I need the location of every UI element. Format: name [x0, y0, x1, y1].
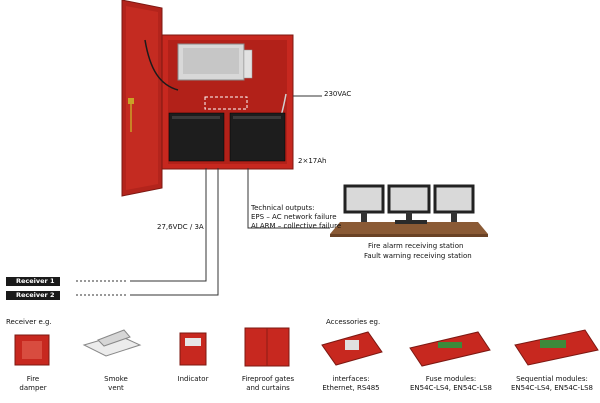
- label-output-dc: 27,6VDC / 3A: [157, 223, 204, 231]
- monitoring-station: [330, 184, 488, 237]
- accessory-fuse-modules-caption: Fuse modules:EN54C-LS4, EN54C-LS8: [409, 375, 492, 392]
- power-supply-cabinet: [121, 0, 294, 197]
- label-receiver-eg: Receiver e.g.: [6, 318, 52, 326]
- receiver-images: [14, 327, 290, 367]
- fuse-module-image: [409, 331, 491, 367]
- smoke-vent-image: [82, 329, 142, 357]
- interface-module-image: [321, 331, 383, 366]
- fireproof-gates-image: [244, 327, 290, 367]
- accessory-images: [321, 329, 599, 367]
- label-fault-station: Fault warning receiving station: [364, 252, 472, 260]
- label-accessories-eg: Accessories eg.: [326, 318, 381, 326]
- accessory-sequential-modules-caption: Sequential modules:EN54C-LS4, EN54C-LS8: [510, 375, 593, 392]
- label-battery: 2×17Ah: [298, 157, 327, 165]
- label-eps: EPS – AC network failure: [251, 213, 337, 221]
- receiver-indicator-caption: Indicator: [177, 375, 209, 383]
- label-230vac: 230VAC: [324, 90, 352, 98]
- label-fire-station: Fire alarm receiving station: [368, 242, 464, 250]
- indicator-image: [179, 332, 207, 366]
- accessory-interfaces-caption: interfaces:Ethernet, RS485: [322, 375, 380, 392]
- label-technical-outputs: Technical outputs:: [251, 204, 315, 212]
- wiring-lines: [76, 95, 330, 296]
- fire-damper-image: [14, 334, 50, 366]
- receiver-1-badge: Receiver 1: [6, 277, 60, 286]
- label-alarm: ALARM – collective failure: [251, 222, 342, 230]
- receiver-2-badge: Receiver 2: [6, 291, 60, 300]
- sequential-module-image: [514, 329, 599, 366]
